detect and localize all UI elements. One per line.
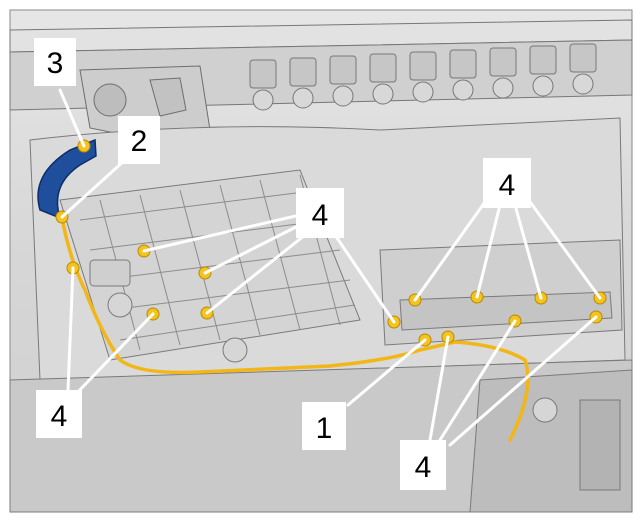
- callout-3-label: 3: [47, 47, 64, 80]
- callout-4-left-bottom: 4: [36, 390, 82, 438]
- leader-lines: [58, 88, 602, 447]
- inner-panel: [29, 117, 626, 381]
- callout-4-right-bottom-label: 4: [415, 451, 432, 484]
- latch-mechanism: [79, 65, 211, 141]
- callout-2-label: 2: [131, 125, 148, 158]
- callout-1-label: 1: [316, 412, 333, 445]
- callout-2: 2: [118, 116, 160, 164]
- callout-3: 3: [34, 38, 76, 86]
- callout-4-right-top-label: 4: [499, 169, 516, 202]
- wire-harness: [60, 216, 530, 442]
- callout-1: 1: [302, 402, 346, 450]
- callout-4-center: 4: [296, 188, 344, 238]
- callout-4-right-bottom: 4: [400, 440, 446, 490]
- callout-4-left-bottom-label: 4: [51, 400, 68, 433]
- callout-4-right-top: 4: [483, 158, 531, 208]
- callout-4-center-label: 4: [312, 199, 329, 232]
